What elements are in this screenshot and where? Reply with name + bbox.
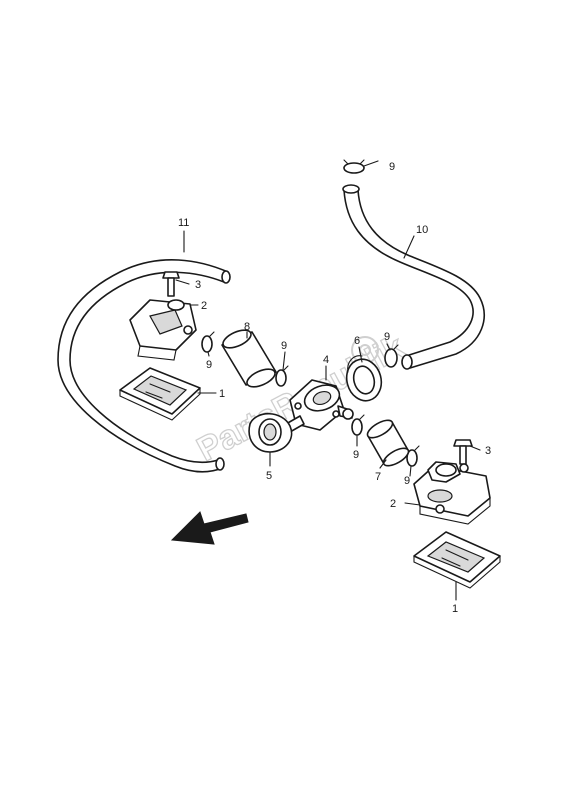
clamp-9-right xyxy=(384,344,399,368)
callout-5: 5 xyxy=(266,470,272,482)
clamp-9-top xyxy=(343,159,365,174)
callout-9-b: 9 xyxy=(281,340,287,352)
clamp-9-lower xyxy=(351,414,365,436)
clamp-9-lower-right xyxy=(406,445,420,467)
pipe-8 xyxy=(221,329,277,388)
callout-2-right: 2 xyxy=(390,498,396,510)
callout-10: 10 xyxy=(416,224,428,236)
seal-6 xyxy=(345,355,383,402)
reed-plate-1-right xyxy=(413,531,501,589)
callout-11: 11 xyxy=(178,217,189,229)
clamp-9-center xyxy=(275,365,289,387)
callout-9-d: 9 xyxy=(353,449,359,461)
reed-plate-1-left xyxy=(119,367,201,421)
callout-7: 7 xyxy=(375,471,381,483)
callout-1-right: 1 xyxy=(452,603,458,615)
seal-5 xyxy=(248,412,293,453)
callout-3-right: 3 xyxy=(485,445,491,457)
hose-11 xyxy=(57,259,231,473)
callout-6: 6 xyxy=(354,335,360,347)
callout-4: 4 xyxy=(323,354,329,366)
leader-lines xyxy=(175,160,481,601)
cover-2-right xyxy=(413,461,491,525)
callout-9-e: 9 xyxy=(404,475,410,487)
callout-3-left: 3 xyxy=(195,279,201,291)
bolt-3-right xyxy=(453,439,473,465)
callout-9-a: 9 xyxy=(206,359,212,371)
callout-9-top: 9 xyxy=(389,161,395,173)
bolt-3-left xyxy=(162,271,180,297)
callout-8: 8 xyxy=(244,321,250,333)
pipe-7 xyxy=(366,419,410,467)
callout-labels: 11 3 2 8 9 1 9 4 6 9 9 10 5 9 7 9 3 2 1 xyxy=(178,161,491,615)
cover-2-left xyxy=(129,299,197,361)
hose-10 xyxy=(342,184,485,370)
clamp-9-left xyxy=(201,331,215,353)
callout-9-c: 9 xyxy=(384,331,390,343)
arrow-icon xyxy=(170,511,249,545)
callout-2-left: 2 xyxy=(201,300,207,312)
callout-1-left: 1 xyxy=(219,388,225,400)
